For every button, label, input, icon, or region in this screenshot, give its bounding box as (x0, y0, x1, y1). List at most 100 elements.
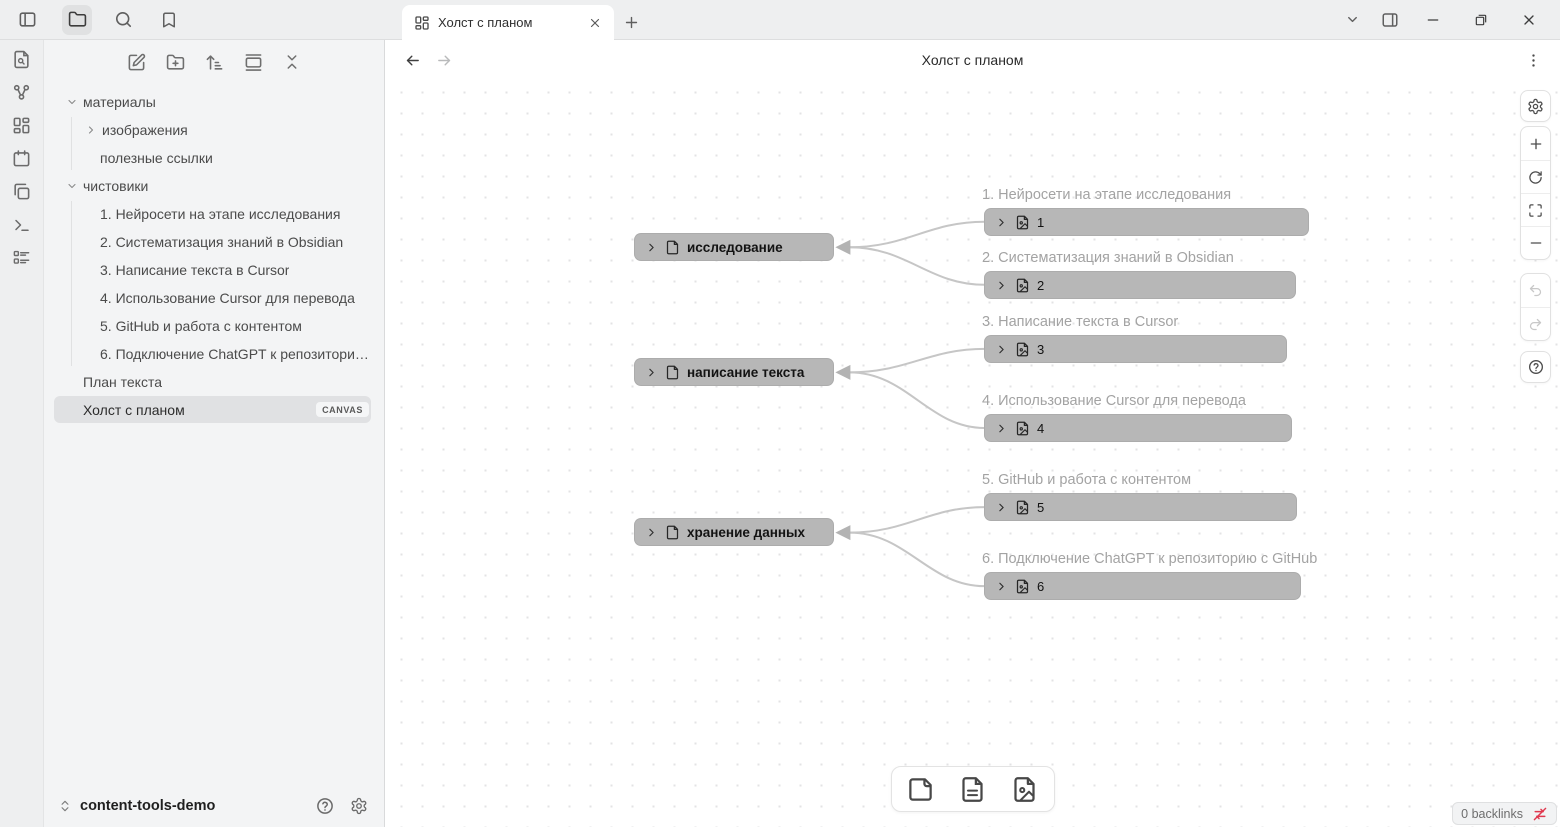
collapse-chevron-icon[interactable] (645, 241, 658, 254)
tree-file-canvas-selected[interactable]: Холст с планом CANVAS (54, 396, 371, 423)
canvas-group-node-storage[interactable]: хранение данных (634, 518, 834, 546)
canvas-note-node-6[interactable]: 6 (984, 572, 1301, 600)
list-details-ribbon-button[interactable] (9, 246, 35, 269)
tab-canvas[interactable]: Холст с планом (402, 5, 614, 40)
vault-name[interactable]: content-tools-demo (80, 798, 216, 814)
explorer-toolbar (44, 40, 384, 84)
gallery-icon (246, 54, 260, 69)
help-button[interactable] (312, 793, 338, 819)
navigate-back-button[interactable] (399, 47, 425, 73)
add-note-from-vault-button[interactable] (952, 770, 994, 808)
chevron-down-icon (66, 180, 78, 192)
note-node-title: 2. Систематизация знаний в Obsidian (982, 250, 1234, 266)
vault-switcher-row: content-tools-demo (44, 785, 384, 827)
collapse-chevron-icon[interactable] (645, 526, 658, 539)
minimize-button[interactable] (1414, 5, 1452, 35)
new-folder-icon (167, 55, 183, 68)
canvas-group-node-writing[interactable]: написание текста (634, 358, 834, 386)
file-search-icon (15, 52, 28, 68)
tree-file-draft-2[interactable]: 2. Систематизация знаний в Obsidian (54, 228, 371, 255)
redo-button[interactable] (1521, 307, 1550, 340)
canvas-note-node-4[interactable]: 4 (984, 414, 1292, 442)
tree-file-draft-4[interactable]: 4. Использование Cursor для перевода (54, 284, 371, 311)
canvas-settings-button[interactable] (1521, 91, 1550, 121)
terminal-ribbon-button[interactable] (9, 213, 35, 236)
tree-file-draft-6[interactable]: 6. Подключение ChatGPT к репозиторию ... (54, 340, 371, 367)
collapse-chevron-icon[interactable] (645, 366, 658, 379)
tree-file-useful-links[interactable]: полезные ссылки (54, 144, 371, 171)
gallery-layout-button[interactable] (240, 49, 267, 76)
sort-order-button[interactable] (201, 49, 228, 76)
new-note-button[interactable] (123, 49, 150, 76)
file-label: План текста (83, 373, 163, 390)
canvas-group-node-research[interactable]: исследование (634, 233, 834, 261)
settings-button[interactable] (346, 793, 372, 819)
daily-note-ribbon-button[interactable] (9, 147, 35, 170)
search-tab-button[interactable] (108, 5, 138, 35)
graph-icon (15, 86, 29, 99)
graph-view-ribbon-button[interactable] (9, 81, 35, 104)
tree-folder-materials[interactable]: материалы (54, 88, 371, 115)
file-icon (665, 240, 680, 255)
collapse-chevron-icon[interactable] (995, 343, 1008, 356)
canvas-viewport[interactable]: исследование написание текста хранение д… (385, 80, 1560, 827)
canvas-note-node-1[interactable]: 1 (984, 208, 1309, 236)
new-note-icon (129, 54, 144, 69)
bookmarks-tab-button[interactable] (154, 5, 184, 35)
canvas-note-node-2[interactable]: 2 (984, 271, 1296, 299)
new-tab-button[interactable] (614, 5, 648, 39)
templates-ribbon-button[interactable] (9, 180, 35, 203)
add-media-from-vault-button[interactable] (1004, 770, 1046, 808)
navigate-forward-button[interactable] (431, 47, 457, 73)
file-label: 5. GitHub и работа с контентом (100, 317, 302, 334)
tab-list-button[interactable] (1338, 5, 1366, 35)
collapse-chevron-icon[interactable] (995, 216, 1008, 229)
group-node-label: исследование (687, 239, 783, 255)
collapse-chevron-icon[interactable] (995, 422, 1008, 435)
tree-folder-images[interactable]: изображения (54, 116, 371, 143)
canvas-zoom-card (1520, 126, 1551, 260)
collapse-chevron-icon[interactable] (995, 580, 1008, 593)
close-window-button[interactable] (1510, 5, 1548, 35)
tree-file-draft-1[interactable]: 1. Нейросети на этапе исследования (54, 200, 371, 227)
backlinks-count[interactable]: 0 backlinks (1461, 806, 1523, 821)
canvas-note-node-5[interactable]: 5 (984, 493, 1297, 521)
zoom-out-button[interactable] (1521, 226, 1550, 259)
restore-button[interactable] (1462, 5, 1500, 35)
collapse-all-button[interactable] (279, 49, 306, 76)
new-folder-button[interactable] (162, 49, 189, 76)
toggle-right-sidebar-button[interactable] (1376, 5, 1404, 35)
files-tab-button[interactable] (62, 4, 92, 35)
zoom-in-button[interactable] (1521, 127, 1550, 160)
zoom-to-fit-button[interactable] (1521, 193, 1550, 226)
new-canvas-ribbon-button[interactable] (9, 114, 35, 137)
collapse-chevron-icon[interactable] (995, 501, 1008, 514)
rotate-cw-icon (1530, 171, 1541, 182)
undo-button[interactable] (1521, 274, 1550, 307)
note-node-title: 1. Нейросети на этапе исследования (982, 187, 1232, 203)
tab-close-button[interactable] (584, 12, 606, 34)
file-label: 2. Систематизация знаний в Obsidian (100, 233, 344, 250)
titlebar: Холст с планом (0, 0, 1560, 40)
tree-file-draft-3[interactable]: 3. Написание текста в Cursor (54, 256, 371, 283)
tree-file-plan[interactable]: План текста (54, 368, 371, 395)
toggle-left-sidebar-button[interactable] (12, 5, 42, 35)
card-icon (910, 779, 930, 799)
file-label: 6. Подключение ChatGPT к репозиторию ... (100, 345, 371, 362)
sync-disabled-icon[interactable] (1532, 806, 1548, 822)
panel-right-icon (1383, 14, 1397, 26)
chevron-down-icon (1348, 18, 1356, 22)
more-options-button[interactable] (1520, 47, 1546, 73)
canvas-note-node-3[interactable]: 3 (984, 335, 1287, 363)
reset-view-button[interactable] (1521, 160, 1550, 193)
canvas-help-button[interactable] (1521, 352, 1550, 382)
file-text-icon (964, 778, 982, 801)
file-search-ribbon-button[interactable] (9, 48, 35, 71)
collapse-chevron-icon[interactable] (995, 279, 1008, 292)
tree-folder-drafts[interactable]: чистовики (54, 172, 371, 199)
add-card-button[interactable] (900, 770, 942, 808)
tree-file-draft-5[interactable]: 5. GitHub и работа с контентом (54, 312, 371, 339)
calendar-icon (14, 151, 28, 166)
chevrons-up-down-icon[interactable] (58, 799, 72, 813)
file-label: 1. Нейросети на этапе исследования (100, 205, 341, 222)
